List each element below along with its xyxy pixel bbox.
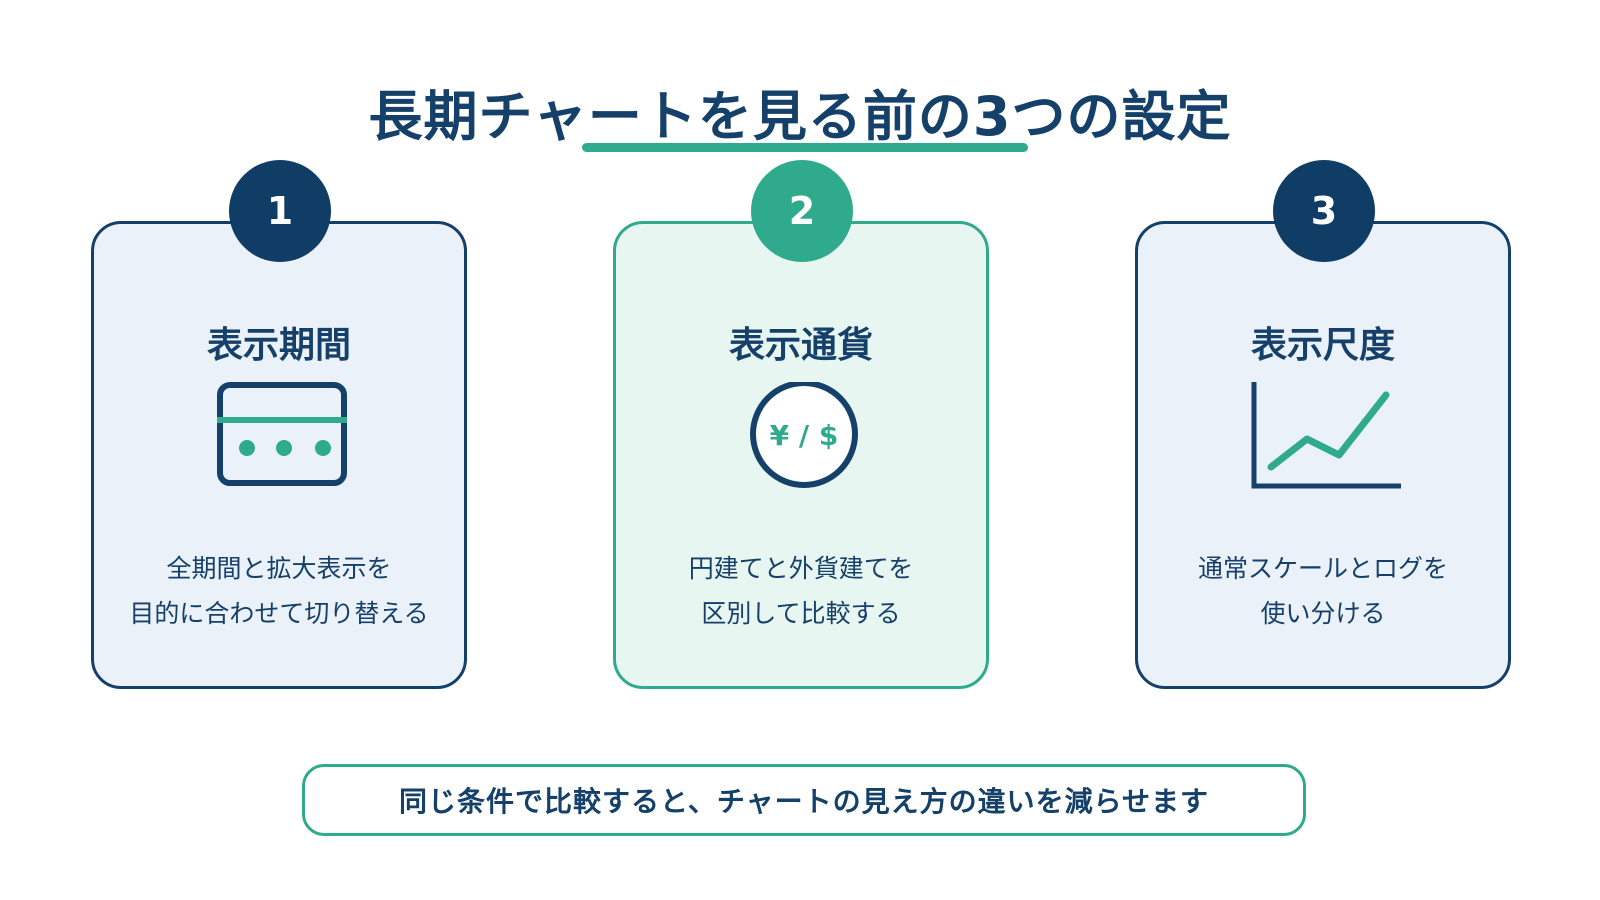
card-heading: 表示通貨 <box>728 325 873 366</box>
step-number-badge: 1 <box>229 160 331 262</box>
summary-text: 同じ条件で比較すると、チャートの見え方の違いを減らせます <box>398 785 1210 818</box>
card-display-period: 表示期間 全期間と拡大表示を 目的に合わせて切り替える <box>91 221 467 689</box>
currency-icon: ¥ / $ <box>750 382 858 488</box>
title-underline <box>582 143 1028 152</box>
calendar-icon <box>217 382 347 486</box>
card-description-line: 目的に合わせて切り替える <box>129 599 429 628</box>
card-description-line: 使い分ける <box>1260 599 1386 628</box>
card-description-line: 全期間と拡大表示を <box>166 554 392 583</box>
line-chart-icon <box>1251 382 1401 489</box>
step-number-badge: 2 <box>751 160 853 262</box>
card-heading: 表示期間 <box>206 325 351 366</box>
card-description-line: 区別して比較する <box>701 599 901 628</box>
card-display-currency: 表示通貨 ¥ / $ 円建てと外貨建てを 区別して比較する <box>613 221 989 689</box>
step-number-badge: 3 <box>1273 160 1375 262</box>
card-heading: 表示尺度 <box>1250 325 1395 366</box>
card-description-line: 通常スケールとログを <box>1197 554 1448 583</box>
card-description-line: 円建てと外貨建てを <box>688 554 914 583</box>
page-title: 長期チャートを見る前の3つの設定 <box>368 85 1232 148</box>
card-description: 円建てと外貨建てを 区別して比較する <box>616 546 986 636</box>
card-description: 全期間と拡大表示を 目的に合わせて切り替える <box>94 546 464 636</box>
summary-box: 同じ条件で比較すると、チャートの見え方の違いを減らせます <box>302 764 1306 836</box>
card-description: 通常スケールとログを 使い分ける <box>1138 546 1508 636</box>
currency-icon-label: ¥ / $ <box>770 419 839 452</box>
card-display-scale: 表示尺度 通常スケールとログを 使い分ける <box>1135 221 1511 689</box>
